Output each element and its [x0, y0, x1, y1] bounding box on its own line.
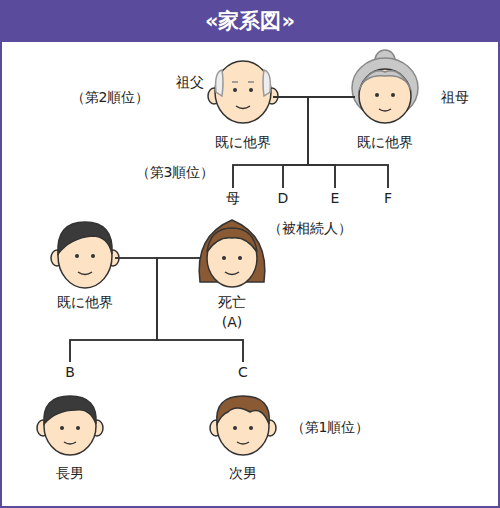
child-label: D — [271, 188, 295, 208]
second-son-face — [210, 396, 276, 455]
person-label: 死亡 — [218, 293, 246, 311]
rank-label: （第1順位） — [291, 418, 370, 436]
deceased-mother-face — [199, 220, 265, 287]
grandfather-face — [208, 61, 278, 123]
person-label: C — [238, 363, 248, 381]
grandmother-face — [352, 50, 418, 123]
person-label: 既に他界 — [57, 293, 113, 311]
person-label: F — [384, 189, 392, 207]
person-label: D — [278, 189, 289, 207]
family-line — [283, 97, 355, 188]
person-label: 長男 — [56, 464, 84, 482]
rank-label: （第2順位） — [71, 88, 150, 106]
child-label: E — [323, 188, 347, 208]
child-label: F — [376, 188, 400, 208]
rank-label: （被相続人） — [268, 219, 352, 237]
rank-label: （第3順位） — [136, 163, 215, 181]
eldest-son-face — [37, 396, 103, 455]
second-son: C次男 — [213, 362, 273, 455]
person-label: 既に他界 — [357, 133, 413, 151]
person-label: 祖母 — [441, 88, 469, 106]
father: 既に他界 — [55, 222, 115, 290]
person-label: E — [331, 189, 340, 207]
grandmother: 祖母既に他界 — [355, 60, 415, 123]
family-line — [308, 97, 355, 188]
family-line — [273, 97, 308, 188]
person-label: 母 — [226, 189, 240, 207]
title-text: «家系図» — [0, 0, 500, 42]
eldest-son: B長男 — [40, 362, 100, 455]
child-label: 母 — [221, 188, 245, 208]
person-label: 次男 — [229, 464, 257, 482]
father-face — [51, 222, 119, 288]
person-label: (A) — [222, 313, 243, 331]
deceased-person: 死亡(A) — [200, 220, 264, 290]
grandfather: 祖父既に他界 — [213, 60, 273, 123]
person-label: 祖父 — [176, 73, 204, 91]
person-label: 既に他界 — [215, 133, 271, 151]
person-label: B — [65, 363, 75, 381]
